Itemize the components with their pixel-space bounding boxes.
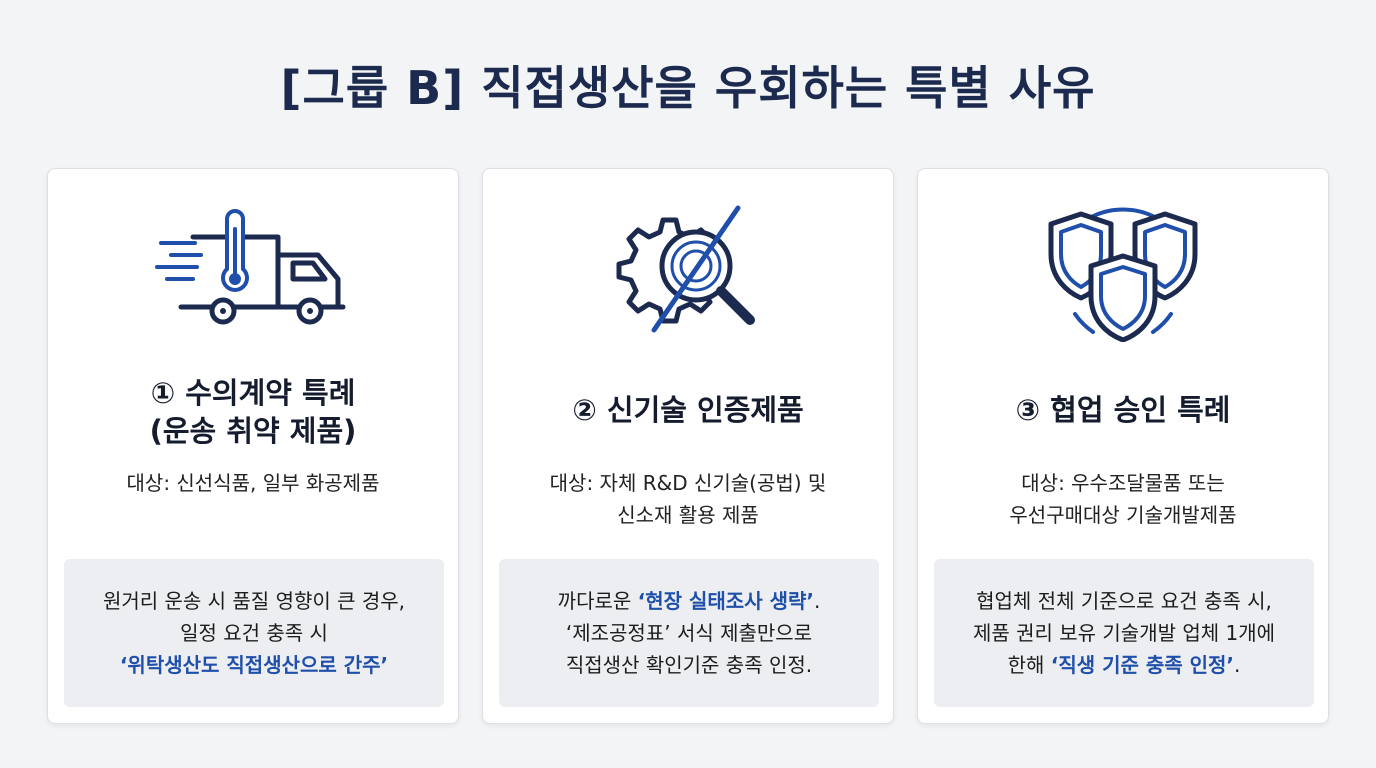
card-new-tech-certified: ② 신기술 인증제품 대상: 자체 R&D 신기술(공법) 및 신소재 활용 제… — [482, 168, 894, 724]
card-description: 원거리 운송 시 품질 영향이 큰 경우, 일정 요건 충족 시 ‘위탁생산도 … — [64, 559, 444, 707]
card-title: ① 수의계약 특례 (운송 취약 제품) — [149, 376, 357, 448]
three-shields-icon — [918, 207, 1328, 342]
card-description: 까다로운 ‘현장 실태조사 생략’. ‘제조공정표’ 서식 제출만으로 직접생산… — [499, 559, 879, 707]
card-target: 대상: 신선식품, 일부 화공제품 — [126, 471, 380, 495]
card-contract-exception: ① 수의계약 특례 (운송 취약 제품) 대상: 신선식품, 일부 화공제품 원… — [47, 168, 459, 724]
card-collaboration-approval: ③ 협업 승인 특례 대상: 우수조달물품 또는 우선구매대상 기술개발제품 협… — [917, 168, 1329, 724]
card-target: 대상: 자체 R&D 신기술(공법) 및 신소재 활용 제품 — [549, 471, 827, 527]
card-description: 협업체 전체 기준으로 요건 충족 시, 제품 권리 보유 기술개발 업체 1개… — [934, 559, 1314, 707]
page-title: [그룹 B] 직접생산을 우회하는 특별 사유 — [280, 61, 1096, 115]
card-target: 대상: 우수조달물품 또는 우선구매대상 기술개발제품 — [1009, 471, 1237, 527]
card-title: ② 신기술 인증제품 — [572, 393, 804, 427]
card-title: ③ 협업 승인 특례 — [1015, 393, 1231, 427]
refrigerated-truck-icon — [48, 207, 458, 337]
gear-magnifier-slash-icon — [483, 205, 893, 337]
